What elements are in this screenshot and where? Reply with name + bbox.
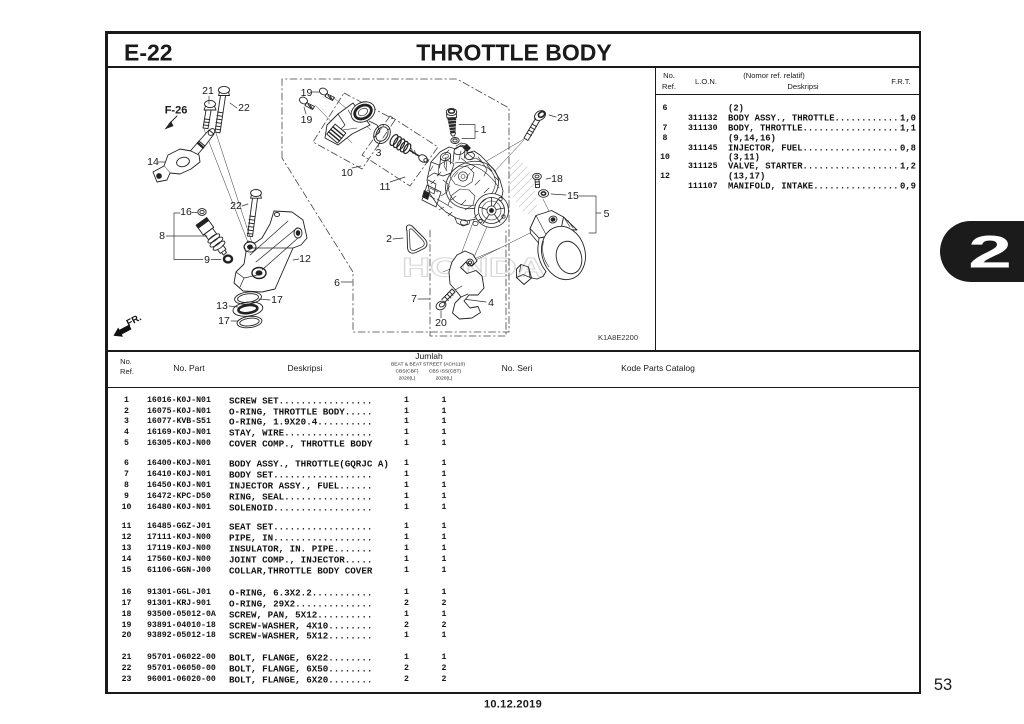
svg-text:K1A8E2200: K1A8E2200 bbox=[598, 333, 638, 342]
svg-text:FR.: FR. bbox=[125, 312, 144, 329]
